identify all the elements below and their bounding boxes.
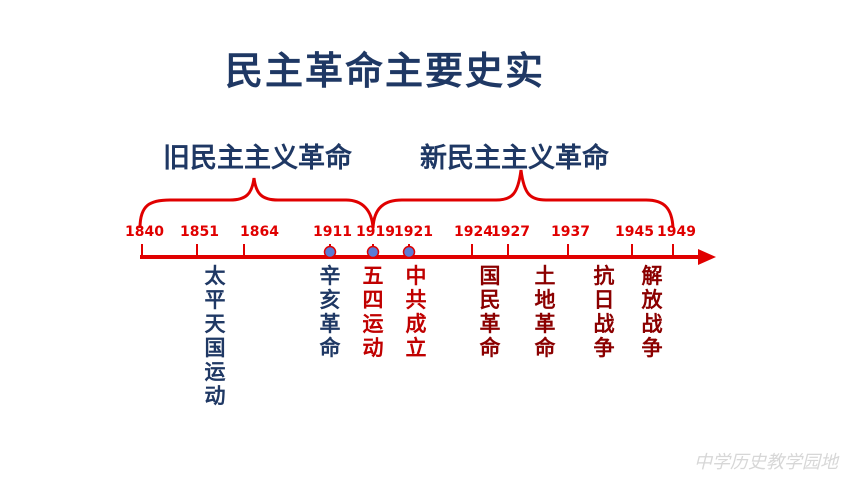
event-xinhai: 辛亥革命 (319, 264, 341, 360)
event-liberation-war: 解放战争 (641, 264, 663, 360)
marker-1921 (402, 245, 416, 259)
year-label-1921: 1921 (394, 224, 433, 240)
era-label-old: 旧民主主义革命 (163, 143, 352, 174)
event-taiping: 太平天国运动 (204, 264, 226, 408)
year-label-1927: 1927 (491, 224, 530, 240)
brace-old (138, 177, 375, 229)
event-national-revolution: 国民革命 (479, 264, 501, 360)
event-may-fourth: 五四运动 (362, 264, 384, 360)
year-label-1864: 1864 (240, 224, 279, 240)
year-label-1851: 1851 (180, 224, 219, 240)
marker-1919 (366, 245, 380, 259)
event-ccp-founding: 中共成立 (405, 264, 427, 360)
timeline-arrow (698, 249, 716, 265)
year-label-1911: 1911 (313, 224, 352, 240)
era-label-new: 新民主主义革命 (420, 143, 609, 174)
page-title: 民主革命主要史实 (224, 49, 545, 93)
event-anti-japanese-war: 抗日战争 (593, 264, 615, 360)
brace-new (371, 169, 675, 229)
marker-1911 (323, 245, 337, 259)
year-label-1937: 1937 (551, 224, 590, 240)
watermark-logo: 中学历史教学园地 (694, 452, 838, 473)
year-label-1945: 1945 (615, 224, 654, 240)
year-label-1949: 1949 (657, 224, 696, 240)
year-label-1919: 1919 (356, 224, 395, 240)
year-label-1924: 1924 (454, 224, 493, 240)
event-land-revolution: 土地革命 (534, 264, 556, 360)
year-label-1840: 1840 (125, 224, 164, 240)
